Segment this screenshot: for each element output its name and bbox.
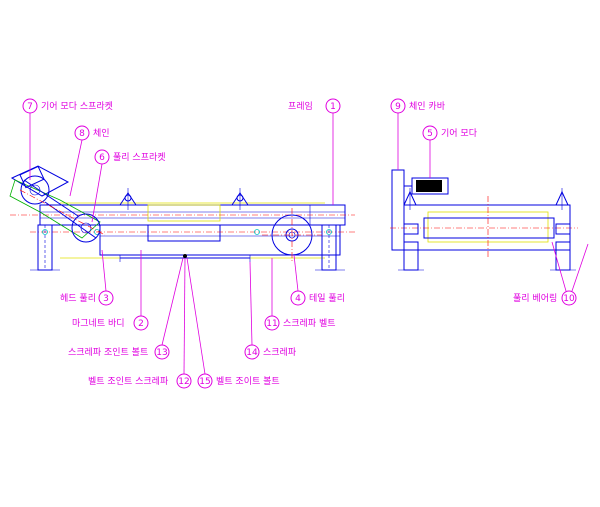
- callout-4-number: 4: [295, 294, 301, 304]
- callout-11-label: 스크레파 벨트: [283, 318, 336, 329]
- scraper-bolt: [183, 254, 187, 258]
- callout-11-number: 11: [266, 319, 277, 329]
- callout-12: 벨트 조인트 스크레파 12: [88, 257, 192, 389]
- callout-7-number: 7: [27, 102, 33, 112]
- callout-5: 5 기어 모다: [422, 125, 478, 178]
- callout-10-label: 풀리 베어링: [513, 292, 557, 304]
- callout-10: 풀리 베어링 10: [513, 241, 589, 306]
- callout-4-label: 테일 풀리: [309, 293, 345, 304]
- motor-sprocket: [20, 175, 50, 205]
- callout-8: 8 체인: [69, 125, 110, 197]
- callout-11: 11 스크레파 벨트: [264, 258, 336, 331]
- callout-13: 스크레파 조인트 볼트 13: [68, 257, 184, 360]
- callout-9-number: 9: [395, 102, 401, 112]
- callout-1: 프레임 1: [288, 98, 341, 205]
- callout-1-number: 1: [330, 102, 336, 112]
- callout-9: 9 체인 카바: [390, 98, 446, 170]
- callout-2: 마그네트 바디 2: [72, 250, 149, 331]
- callout-6: 6 풀리 스프라켓: [91, 149, 166, 223]
- callout-3: 헤드 풀리 3: [60, 249, 114, 306]
- callout-7-label: 기어 모다 스프라켓: [41, 101, 113, 112]
- callout-15-number: 15: [199, 377, 210, 387]
- callout-14-number: 14: [246, 348, 258, 358]
- callout-15-label: 벨트 조이트 볼트: [216, 376, 280, 387]
- callout-2-number: 2: [138, 319, 144, 329]
- callout-9-label: 체인 카바: [409, 101, 446, 112]
- callout-3-number: 3: [103, 294, 109, 304]
- front-leg-left: [403, 241, 419, 271]
- chain-cover: [9, 179, 101, 239]
- callout-8-label: 체인: [93, 128, 110, 139]
- callout-7: 7 기어 모다 스프라켓: [22, 98, 113, 180]
- chain-cover-front: [391, 169, 405, 251]
- callout-15: 15 벨트 조이트 볼트: [186, 257, 280, 389]
- magnet-core: [147, 224, 221, 242]
- callout-14: 14 스크레파: [244, 261, 297, 360]
- callout-13-label: 스크레파 조인트 볼트: [68, 347, 148, 358]
- callout-4: 4 테일 풀리: [290, 254, 345, 306]
- callout-2-label: 마그네트 바디: [72, 318, 125, 329]
- bearing-right: [555, 223, 571, 235]
- side-view: [9, 165, 355, 271]
- pulley-sprocket: [71, 213, 101, 243]
- gear-motor-fill: [416, 180, 442, 192]
- bearing-left: [403, 223, 419, 235]
- callout-8-number: 8: [79, 129, 85, 139]
- callout-13-number: 13: [156, 348, 167, 358]
- callout-12-number: 12: [178, 377, 189, 387]
- callout-6-number: 6: [99, 153, 105, 163]
- callouts: 7 기어 모다 스프라켓 8 체인 6 풀리 스프라켓 프레임 1: [22, 98, 589, 389]
- callout-6-label: 풀리 스프라켓: [113, 152, 166, 163]
- callout-10-number: 10: [563, 294, 575, 304]
- callout-5-number: 5: [427, 129, 433, 139]
- front-view: [390, 169, 578, 271]
- front-leg-right: [555, 241, 571, 271]
- belt-segment-top: [147, 204, 221, 222]
- callout-3-label: 헤드 풀리: [60, 292, 96, 304]
- callout-12-label: 벨트 조인트 스크레파: [88, 376, 169, 387]
- callout-1-label: 프레임: [288, 100, 313, 112]
- drive-assembly: [9, 165, 106, 243]
- callout-14-label: 스크레파: [263, 347, 297, 358]
- callout-5-label: 기어 모다: [441, 128, 478, 139]
